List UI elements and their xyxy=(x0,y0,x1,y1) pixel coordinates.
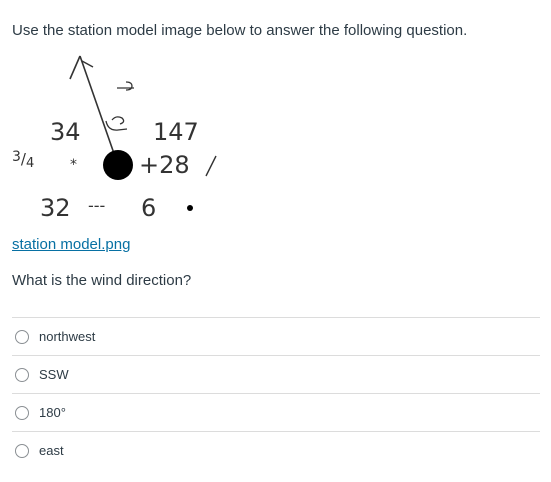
six-text: 6 xyxy=(141,194,157,222)
radio-button[interactable] xyxy=(15,367,29,382)
pressure-change-text: +28 xyxy=(139,151,190,179)
middle-cloud-symbol xyxy=(105,116,128,131)
radio-button[interactable] xyxy=(15,443,29,458)
question-text: What is the wind direction? xyxy=(12,272,192,289)
answer-option-ssw[interactable]: SSW xyxy=(12,355,540,393)
station-model-graphic xyxy=(69,55,217,211)
visibility-denominator: 4 xyxy=(25,156,35,171)
answer-option-180[interactable]: 180° xyxy=(12,393,540,431)
wind-feather xyxy=(81,60,94,68)
visibility-fraction: 3/4 xyxy=(12,149,35,171)
past-weather-dot xyxy=(187,205,193,211)
answer-label: east xyxy=(39,443,64,458)
temperature-text: 32 xyxy=(40,194,71,222)
answer-list: northwest SSW 180° east xyxy=(12,317,540,469)
wind-barb xyxy=(69,55,81,80)
pressure-text: 147 xyxy=(153,118,199,146)
present-weather-symbol: * xyxy=(70,157,77,173)
radio-button[interactable] xyxy=(15,405,29,420)
answer-label: 180° xyxy=(39,405,66,420)
station-model-image: 34 147 3/4 * +28 32 --- 6 xyxy=(0,48,240,228)
radio-button[interactable] xyxy=(15,329,29,344)
answer-option-east[interactable]: east xyxy=(12,431,540,469)
visibility-numerator: 3 xyxy=(12,149,21,165)
dashes-text: --- xyxy=(88,196,106,215)
dew-point-top-text: 34 xyxy=(50,118,81,146)
station-model-link[interactable]: station model.png xyxy=(12,236,131,253)
station-circle xyxy=(103,150,133,180)
pressure-tendency-line xyxy=(205,155,217,177)
answer-label: SSW xyxy=(39,367,69,382)
wind-shaft xyxy=(79,55,119,166)
question-prompt: Use the station model image below to ans… xyxy=(12,22,468,39)
answer-label: northwest xyxy=(39,329,96,344)
answer-option-northwest[interactable]: northwest xyxy=(12,317,540,355)
high-cloud-symbol xyxy=(117,81,134,91)
